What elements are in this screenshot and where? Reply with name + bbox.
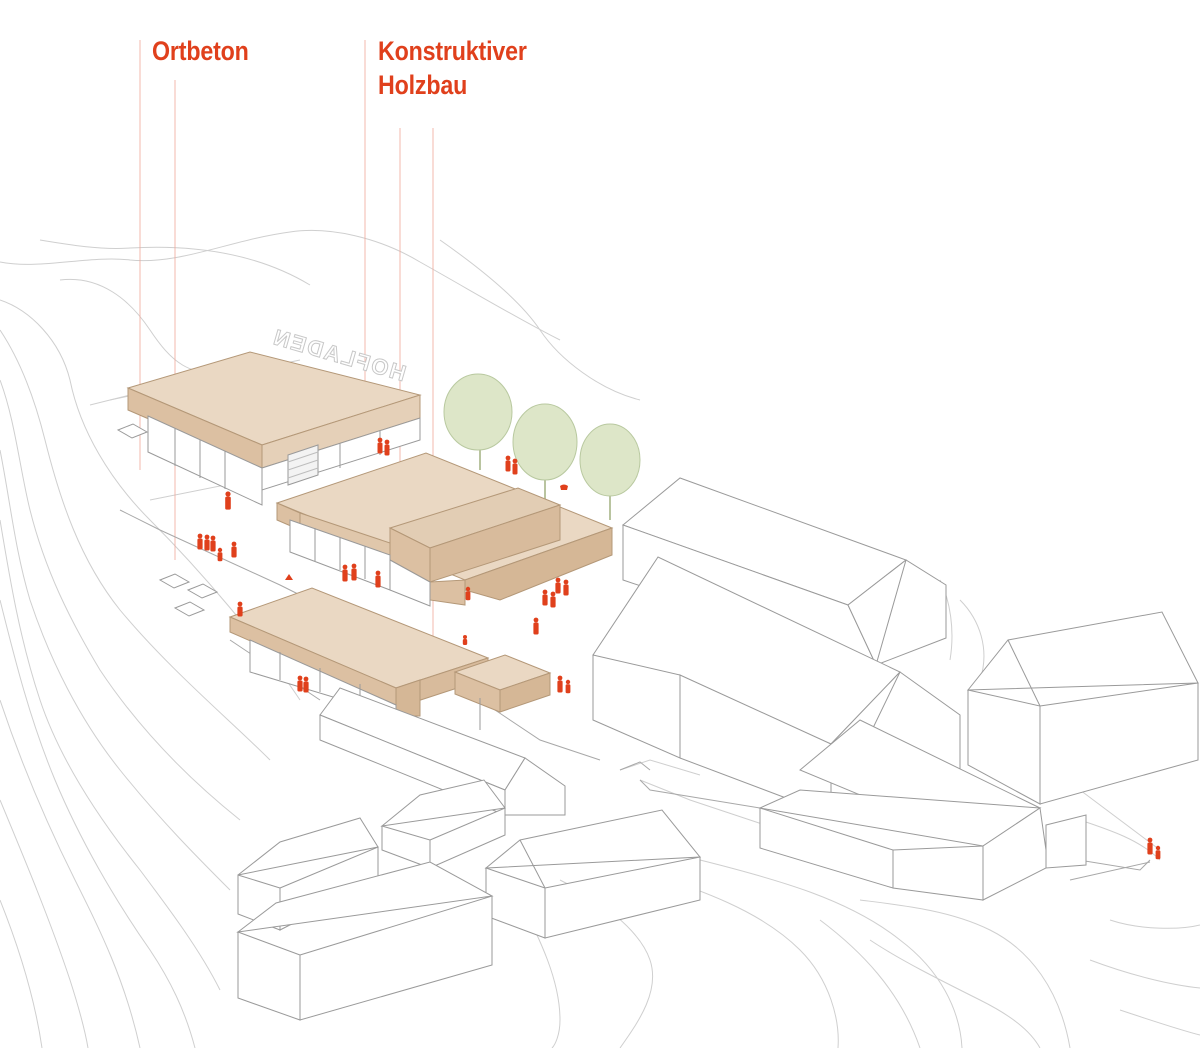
- label-holzbau-line-1: Konstruktiver: [378, 36, 527, 66]
- existing-building-6: [380, 779, 506, 869]
- existing-building-3: [758, 719, 1087, 901]
- trees: [443, 373, 641, 520]
- tree-1: [443, 373, 513, 470]
- tree-3: [579, 423, 641, 520]
- building-b: [275, 452, 614, 607]
- tree-2: [512, 403, 578, 510]
- label-holzbau-line-2: Holzbau: [378, 70, 468, 100]
- label-ortbeton: Ortbeton: [152, 34, 249, 68]
- people: [197, 437, 1161, 860]
- existing-building-9: [236, 861, 494, 1021]
- existing-building-4: [966, 611, 1199, 805]
- existing-building-1: [622, 477, 947, 666]
- existing-buildings: [236, 477, 1199, 1021]
- label-ortbeton-text: Ortbeton: [152, 36, 249, 66]
- label-konstruktiver-holzbau: Konstruktiver Holzbau: [378, 34, 527, 102]
- terrain-contours: [0, 229, 1200, 1048]
- existing-building-8: [484, 809, 702, 939]
- building-a: [126, 351, 422, 506]
